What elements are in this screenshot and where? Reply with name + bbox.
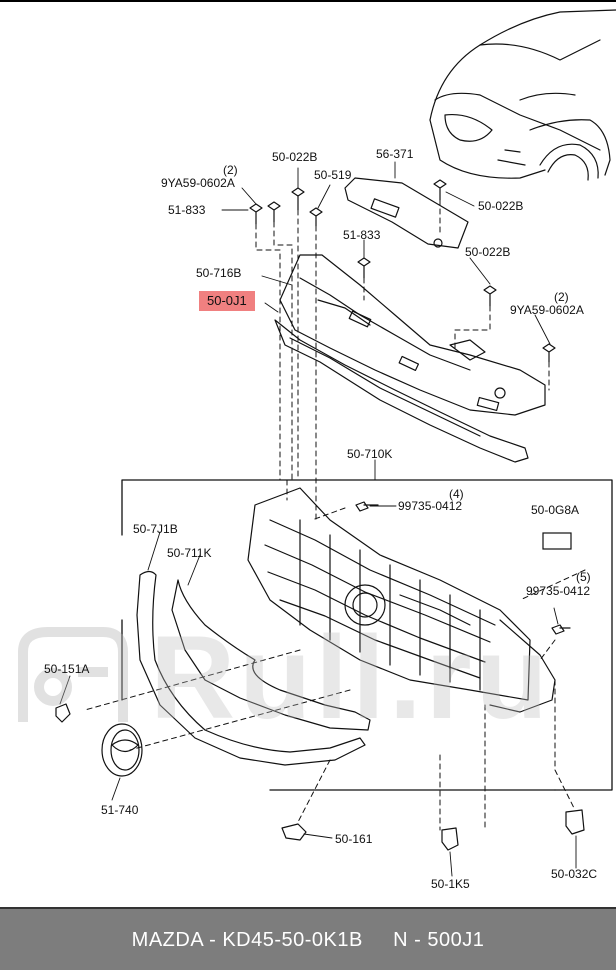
callout-9ya59-0602a: 9YA59-0602A <box>161 176 235 190</box>
callout-50-716b: 50-716B <box>196 266 242 280</box>
callout-qty: (2) <box>223 163 238 177</box>
footer-part-number: MAZDA - KD45-50-0K1B N - 500J1 <box>131 929 485 951</box>
watermark-logo-icon <box>8 612 138 737</box>
grille-molding-50-7j1b <box>136 570 366 766</box>
small-clips <box>55 703 585 851</box>
lower-deflector-bar <box>274 319 529 463</box>
vehicle-thumbnail <box>429 9 616 181</box>
callout-50-022b: 50-022B <box>272 150 318 164</box>
callout-50-519: 50-519 <box>314 168 352 182</box>
upper-shroud-panel <box>279 254 546 416</box>
callout-51-740: 51-740 <box>101 803 139 817</box>
callout-50-022b-right: 50-022B <box>478 199 524 213</box>
leader-lines-dashed <box>84 199 586 831</box>
mazda-emblem-51-740 <box>101 723 143 777</box>
fasteners <box>249 179 571 635</box>
engine-undercover-56-371 <box>344 177 469 249</box>
exploded-parts-drawing <box>55 9 616 877</box>
front-grille-assembly <box>247 487 556 713</box>
callout-51-833-mid: 51-833 <box>343 228 381 242</box>
top-border <box>0 0 616 2</box>
callout-50-1k5: 50-1K5 <box>431 877 470 891</box>
callout-qty-right: (2) <box>554 290 569 304</box>
clip-50-0g8a <box>542 532 572 550</box>
grille-cover-50-711k <box>171 579 371 731</box>
callout-qty-5: (5) <box>576 570 591 584</box>
callout-50-161: 50-161 <box>335 832 373 846</box>
callout-50-711k: 50-711K <box>167 546 212 560</box>
callout-99735-0412-right: 99735-0412 <box>526 584 591 598</box>
callout-9ya59-0602a-right: 9YA59-0602A <box>510 303 584 317</box>
callout-50-022b-right-lower: 50-022B <box>465 245 511 259</box>
callout-99735-0412: 99735-0412 <box>398 499 463 513</box>
callout-50-032c: 50-032C <box>551 867 598 881</box>
footer-bar: MAZDA - KD45-50-0K1B N - 500J1 <box>0 907 616 970</box>
callout-51-833: 51-833 <box>168 203 206 217</box>
leader-lines-solid <box>59 161 577 877</box>
watermark-text: Rull.ru <box>150 612 552 744</box>
callout-qty-4: (4) <box>449 487 464 501</box>
callout-50-7j1b: 50-7J1B <box>133 522 178 536</box>
callout-50-151a: 50-151A <box>44 662 90 676</box>
grille-assembly-box <box>121 479 613 791</box>
callout-56-371: 56-371 <box>376 147 414 161</box>
callout-50-0j1-highlighted: 50-0J1 <box>199 291 255 311</box>
callout-50-0g8a: 50-0G8A <box>531 503 580 517</box>
callout-50-710k: 50-710K <box>347 447 393 461</box>
